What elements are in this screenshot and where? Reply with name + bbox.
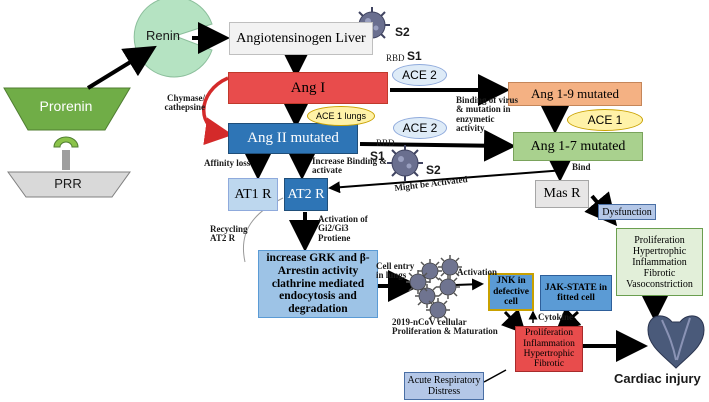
masr-box: Mas R (535, 180, 589, 208)
at2-box: AT2 R (284, 178, 328, 211)
renin-label: Renin (146, 28, 180, 43)
ace2-mid-oval: ACE 2 (393, 117, 447, 139)
proliferation-red-box: Proliferation Inflammation Hypertrophic … (515, 326, 583, 372)
affinity-loss-label: Affinity loss (204, 158, 251, 168)
virus-cluster-icon (405, 254, 463, 323)
ace1-right-oval: ACE 1 (567, 109, 643, 131)
increase-binding-label: Increase Binding & activate (312, 156, 387, 176)
receptor-icon (53, 136, 79, 170)
ace2-top-oval: ACE 2 (392, 64, 447, 86)
recycling-label: Recycling AT2 R (210, 224, 248, 244)
ang1-box: Ang I (228, 72, 388, 104)
s2-top-label: S2 (395, 25, 410, 39)
grk-box: increase GRK and β-Arrestin activity cla… (258, 250, 378, 318)
jak-box: JAK-STATE in fitted cell (540, 275, 612, 311)
proliferation-green-box: Proliferation Hypertrophic Inflammation … (616, 228, 703, 296)
binding-virus-label: Binding of virus & mutation in enzymetic… (456, 95, 519, 134)
prr-label: PRR (54, 176, 82, 191)
prr-node (7, 171, 131, 198)
cytokine-label: Cytokine (538, 312, 574, 322)
ang19-box: Ang 1-9 mutated (508, 82, 642, 106)
virus-icon-mid (386, 144, 424, 182)
cardiac-injury-label: Cardiac injury (614, 371, 701, 386)
rbd-top-label: RBD (386, 53, 405, 63)
heart-icon (647, 315, 705, 369)
jnk-box: JNK in defective cell (488, 273, 534, 311)
s1-top-label: S1 (407, 49, 422, 63)
rbd-mid-label: RBD (376, 138, 395, 148)
s1-mid-label: S1 (370, 149, 385, 163)
prorenin-label: Prorenin (39, 98, 93, 114)
ang17-box: Ang 1-7 mutated (513, 132, 643, 161)
ang2-box: Ang II mutated (228, 123, 358, 154)
activation-label: Activation (457, 267, 497, 277)
activation-gi-label: Activation of Gi2/Gi3 Protiene (318, 214, 368, 243)
chymase-arrow (202, 76, 233, 146)
cell-entry-label: Cell entry in lungs (376, 261, 415, 281)
ace1-lungs-oval: ACE 1 lungs (307, 106, 375, 126)
ncov-label: 2019-nCoV cellular Proliferation & Matur… (392, 317, 498, 337)
dysfunction-box: Dysfunction (598, 204, 656, 220)
s2-mid-label: S2 (426, 163, 441, 177)
bind-label: Bind (572, 162, 591, 172)
at1-box: AT1 R (228, 178, 278, 211)
angiotensinogen-box: Angiotensinogen Liver (229, 22, 373, 55)
ards-box: Acute Respiratory Distress (404, 372, 484, 400)
chymase-label: Chymase/ cathepsine (164, 93, 206, 113)
